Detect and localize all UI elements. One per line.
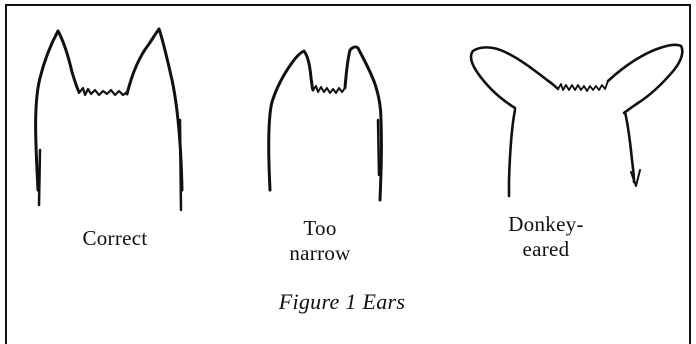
donkey-left-neck — [509, 110, 515, 196]
donkey-right-ear-outline — [608, 45, 682, 113]
narrow-head-fur — [313, 86, 345, 93]
correct-left-ear-outline — [36, 31, 79, 190]
label-too-narrow: Too narrow — [250, 216, 390, 266]
narrow-right-neck-marks — [378, 120, 379, 175]
label-donkey-eared: Donkey- eared — [476, 212, 616, 262]
label-too-narrow-line-2: narrow — [250, 241, 390, 266]
label-donkey-eared-line-1: Donkey- — [476, 212, 616, 237]
label-correct-line-1: Correct — [45, 226, 185, 251]
figure-caption: Figure 1 Ears — [200, 289, 484, 315]
correct-right-neck — [180, 120, 181, 210]
correct-right-ear-outline — [127, 29, 182, 190]
narrow-right-ear-outline — [345, 47, 381, 200]
donkey-head-fur — [558, 81, 608, 91]
label-correct: Correct — [45, 226, 185, 251]
correct-left-neck — [39, 150, 40, 205]
correct-head-fur — [79, 88, 127, 95]
narrow-left-ear-outline — [269, 51, 313, 190]
donkey-right-neck — [625, 112, 634, 182]
donkey-ears-illustration — [471, 45, 682, 196]
donkey-left-ear-outline — [471, 47, 558, 108]
correct-ears-illustration — [36, 29, 182, 210]
label-too-narrow-line-1: Too — [250, 216, 390, 241]
label-donkey-eared-line-2: eared — [476, 237, 616, 262]
narrow-ears-illustration — [269, 47, 382, 200]
